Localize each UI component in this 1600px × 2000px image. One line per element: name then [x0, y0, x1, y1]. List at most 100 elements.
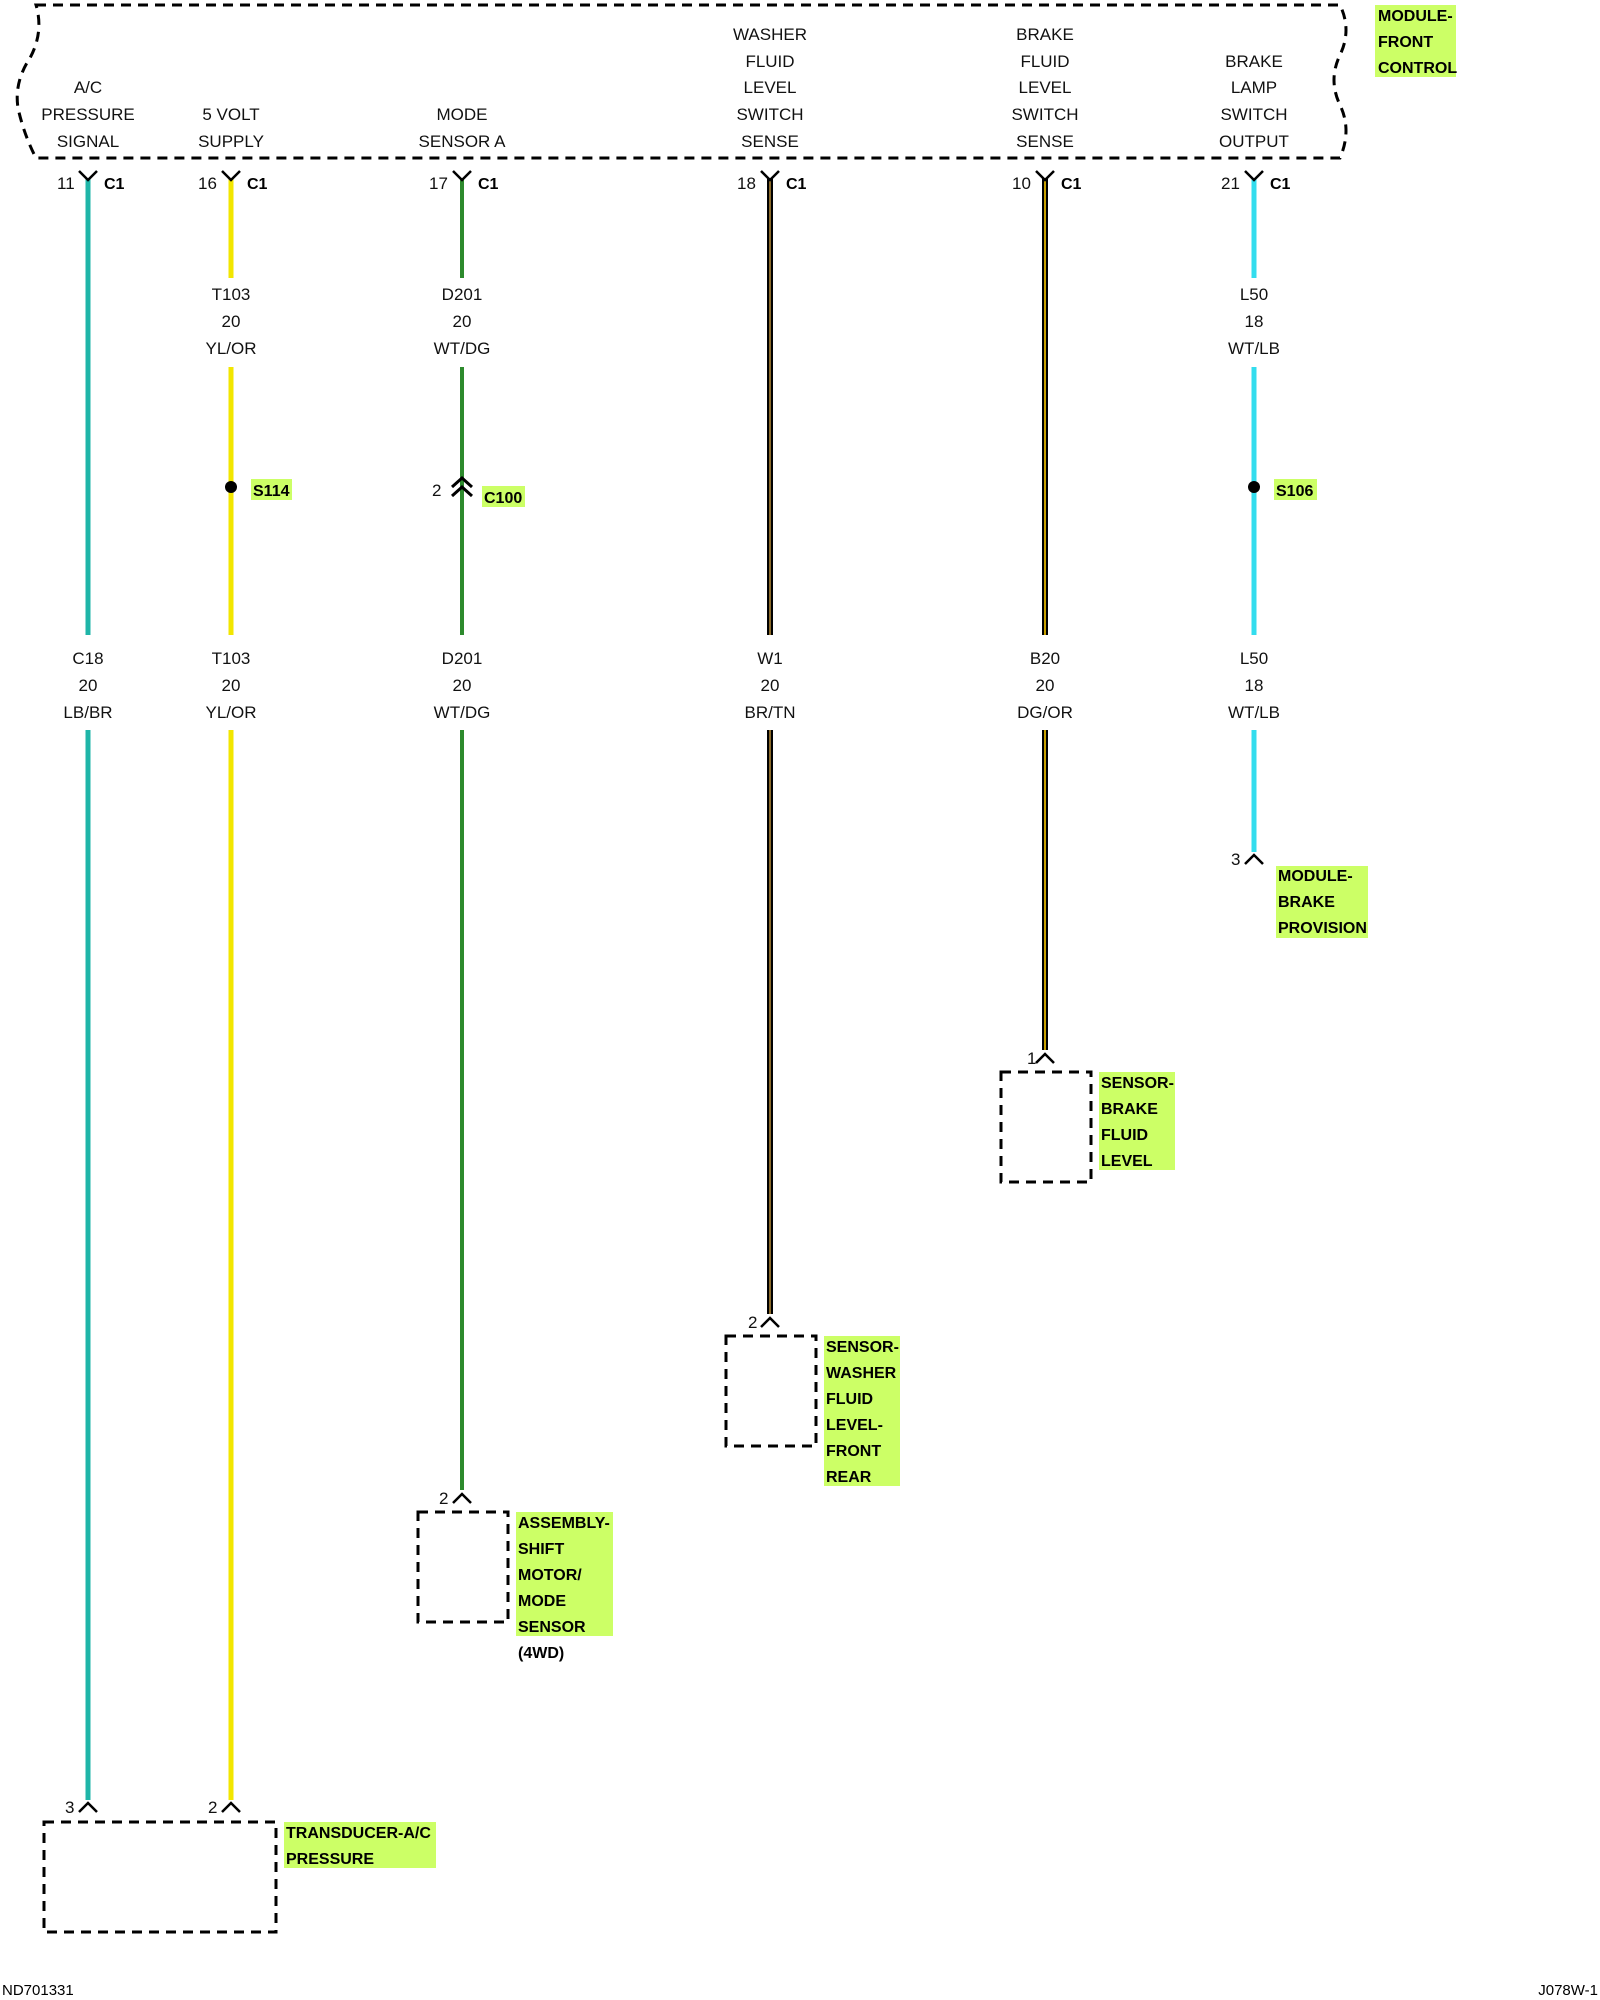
transducer-line-2: PRESSURE	[286, 1851, 374, 1868]
sensor-washer-fluid-pin-number: 2	[748, 1313, 757, 1332]
c100-pin-number: 2	[432, 481, 441, 500]
pin-label-brake-fluid-3: LEVEL	[1019, 78, 1072, 97]
connector-c1-label-18: C1	[786, 176, 807, 193]
connector-c1-label-10: C1	[1061, 176, 1082, 193]
wire-color-d201-upper: WT/DG	[434, 339, 491, 358]
pin-label-brake-lamp-3: SWITCH	[1220, 105, 1287, 124]
splice-s106-highlight	[1274, 479, 1317, 500]
pin-label-brake-lamp-1: BRAKE	[1225, 52, 1283, 71]
wire-color-d201-lower: WT/DG	[434, 703, 491, 722]
pin-label-ac-pressure-2: PRESSURE	[41, 105, 135, 124]
pin-number-16: 16	[198, 174, 217, 193]
wire-code-t103-lower: T103	[212, 649, 251, 668]
module-brake-provision-line-2: BRAKE	[1278, 894, 1335, 911]
transducer-pin-3-number: 3	[65, 1798, 74, 1817]
wire-gauge-t103-lower: 20	[222, 676, 241, 695]
module-front-control-highlight	[1375, 5, 1456, 77]
wire-color-l50-lower: WT/LB	[1228, 703, 1280, 722]
sensor-brake-fluid-pin-number: 1	[1027, 1049, 1036, 1068]
pin-label-5v-2: SUPPLY	[198, 132, 264, 151]
sensor-brake-fluid-line-4: LEVEL	[1101, 1153, 1153, 1170]
wire-code-l50-lower: L50	[1240, 649, 1268, 668]
wire-gauge-c18: 20	[79, 676, 98, 695]
transducer-pin-2-number: 2	[208, 1798, 217, 1817]
sensor-brake-fluid-line-3: FLUID	[1101, 1127, 1148, 1144]
shift-motor-line-3: MOTOR/	[518, 1567, 582, 1584]
transducer-highlight	[284, 1822, 436, 1868]
wire-gauge-l50-upper: 18	[1245, 312, 1264, 331]
splice-s106-dot-icon	[1248, 481, 1260, 493]
wire-color-l50-upper: WT/LB	[1228, 339, 1280, 358]
connector-c1-pin-11-icon	[78, 170, 98, 182]
wire-color-b20: DG/OR	[1017, 703, 1073, 722]
pin-label-washer-3: LEVEL	[744, 78, 797, 97]
wire-gauge-b20: 20	[1036, 676, 1055, 695]
splice-s114-highlight	[251, 479, 292, 500]
sensor-brake-fluid-highlight	[1099, 1072, 1175, 1170]
splice-s114-dot-icon	[225, 481, 237, 493]
transducer-line-1: TRANSDUCER-A/C	[286, 1825, 431, 1842]
connector-c100-highlight	[482, 486, 525, 507]
shift-motor-line-4: MODE	[518, 1593, 566, 1610]
module-brake-provision-line-1: MODULE-	[1278, 868, 1353, 885]
module-brake-provision-line-3: PROVISION	[1278, 920, 1367, 937]
pin-label-washer-2: FLUID	[745, 52, 794, 71]
sensor-brake-fluid-box	[999, 1070, 1093, 1184]
pin-label-washer-4: SWITCH	[736, 105, 803, 124]
connector-c1-label-11: C1	[104, 176, 125, 193]
pin-label-mode-1: MODE	[437, 105, 488, 124]
sensor-washer-fluid-box	[724, 1334, 818, 1448]
module-brake-provision-highlight	[1276, 866, 1368, 938]
footer-right-code: J078W-1	[1538, 1982, 1598, 1999]
module-brake-provision-pin-icon	[1244, 853, 1264, 865]
sensor-washer-fluid-line-6: REAR	[826, 1469, 872, 1486]
connector-c1-pin-16-icon	[221, 170, 241, 182]
transducer-box	[42, 1820, 278, 1934]
pin-label-5v-1: 5 VOLT	[202, 105, 259, 124]
pin-number-11: 11	[57, 174, 75, 193]
module-front-control-outline	[15, 3, 1348, 160]
module-title-line-2: FRONT	[1378, 34, 1433, 51]
sensor-washer-fluid-highlight	[824, 1336, 900, 1486]
wire-code-d201-upper: D201	[442, 285, 483, 304]
wire-color-c18: LB/BR	[63, 703, 112, 722]
shift-motor-line-1: ASSEMBLY-	[518, 1515, 610, 1532]
sensor-washer-fluid-line-5: FRONT	[826, 1443, 881, 1460]
wire-code-l50-upper: L50	[1240, 285, 1268, 304]
wire-gauge-w1: 20	[761, 676, 780, 695]
module-title-line-3: CONTROL	[1378, 60, 1457, 77]
wire-code-w1: W1	[757, 649, 783, 668]
sensor-washer-fluid-line-1: SENSOR-	[826, 1339, 899, 1356]
shift-motor-box	[416, 1510, 510, 1624]
sensor-brake-fluid-line-2: BRAKE	[1101, 1101, 1158, 1118]
sensor-brake-fluid-pin-icon	[1035, 1052, 1055, 1064]
sensor-washer-fluid-pin-icon	[760, 1316, 780, 1328]
wire-gauge-l50-lower: 18	[1245, 676, 1264, 695]
wire-code-d201-lower: D201	[442, 649, 483, 668]
connector-c1-pin-17-icon	[452, 170, 472, 182]
shift-motor-pin-icon	[452, 1492, 472, 1504]
wire-color-w1: BR/TN	[745, 703, 796, 722]
splice-s106-label: S106	[1276, 483, 1313, 500]
wire-code-t103-upper: T103	[212, 285, 251, 304]
pin-number-10: 10	[1012, 174, 1031, 193]
splice-s114-label: S114	[253, 483, 290, 500]
pin-number-17: 17	[429, 174, 448, 193]
sensor-washer-fluid-line-3: FLUID	[826, 1391, 873, 1408]
pin-label-brake-lamp-4: OUTPUT	[1219, 132, 1289, 151]
pin-label-ac-pressure-1: A/C	[74, 78, 102, 97]
connector-c1-label-17: C1	[478, 176, 499, 193]
wire-gauge-d201-upper: 20	[453, 312, 472, 331]
wire-color-t103-upper: YL/OR	[205, 339, 256, 358]
shift-motor-line-5: SENSOR	[518, 1619, 586, 1636]
connector-c1-label-16: C1	[247, 176, 268, 193]
connector-c1-pin-21-icon	[1244, 170, 1264, 182]
connector-c1-pin-18-icon	[760, 170, 780, 182]
wire-gauge-d201-lower: 20	[453, 676, 472, 695]
pin-label-ac-pressure-3: SIGNAL	[57, 132, 119, 151]
pin-label-brake-lamp-2: LAMP	[1231, 78, 1277, 97]
pin-label-washer-1: WASHER	[733, 25, 807, 44]
